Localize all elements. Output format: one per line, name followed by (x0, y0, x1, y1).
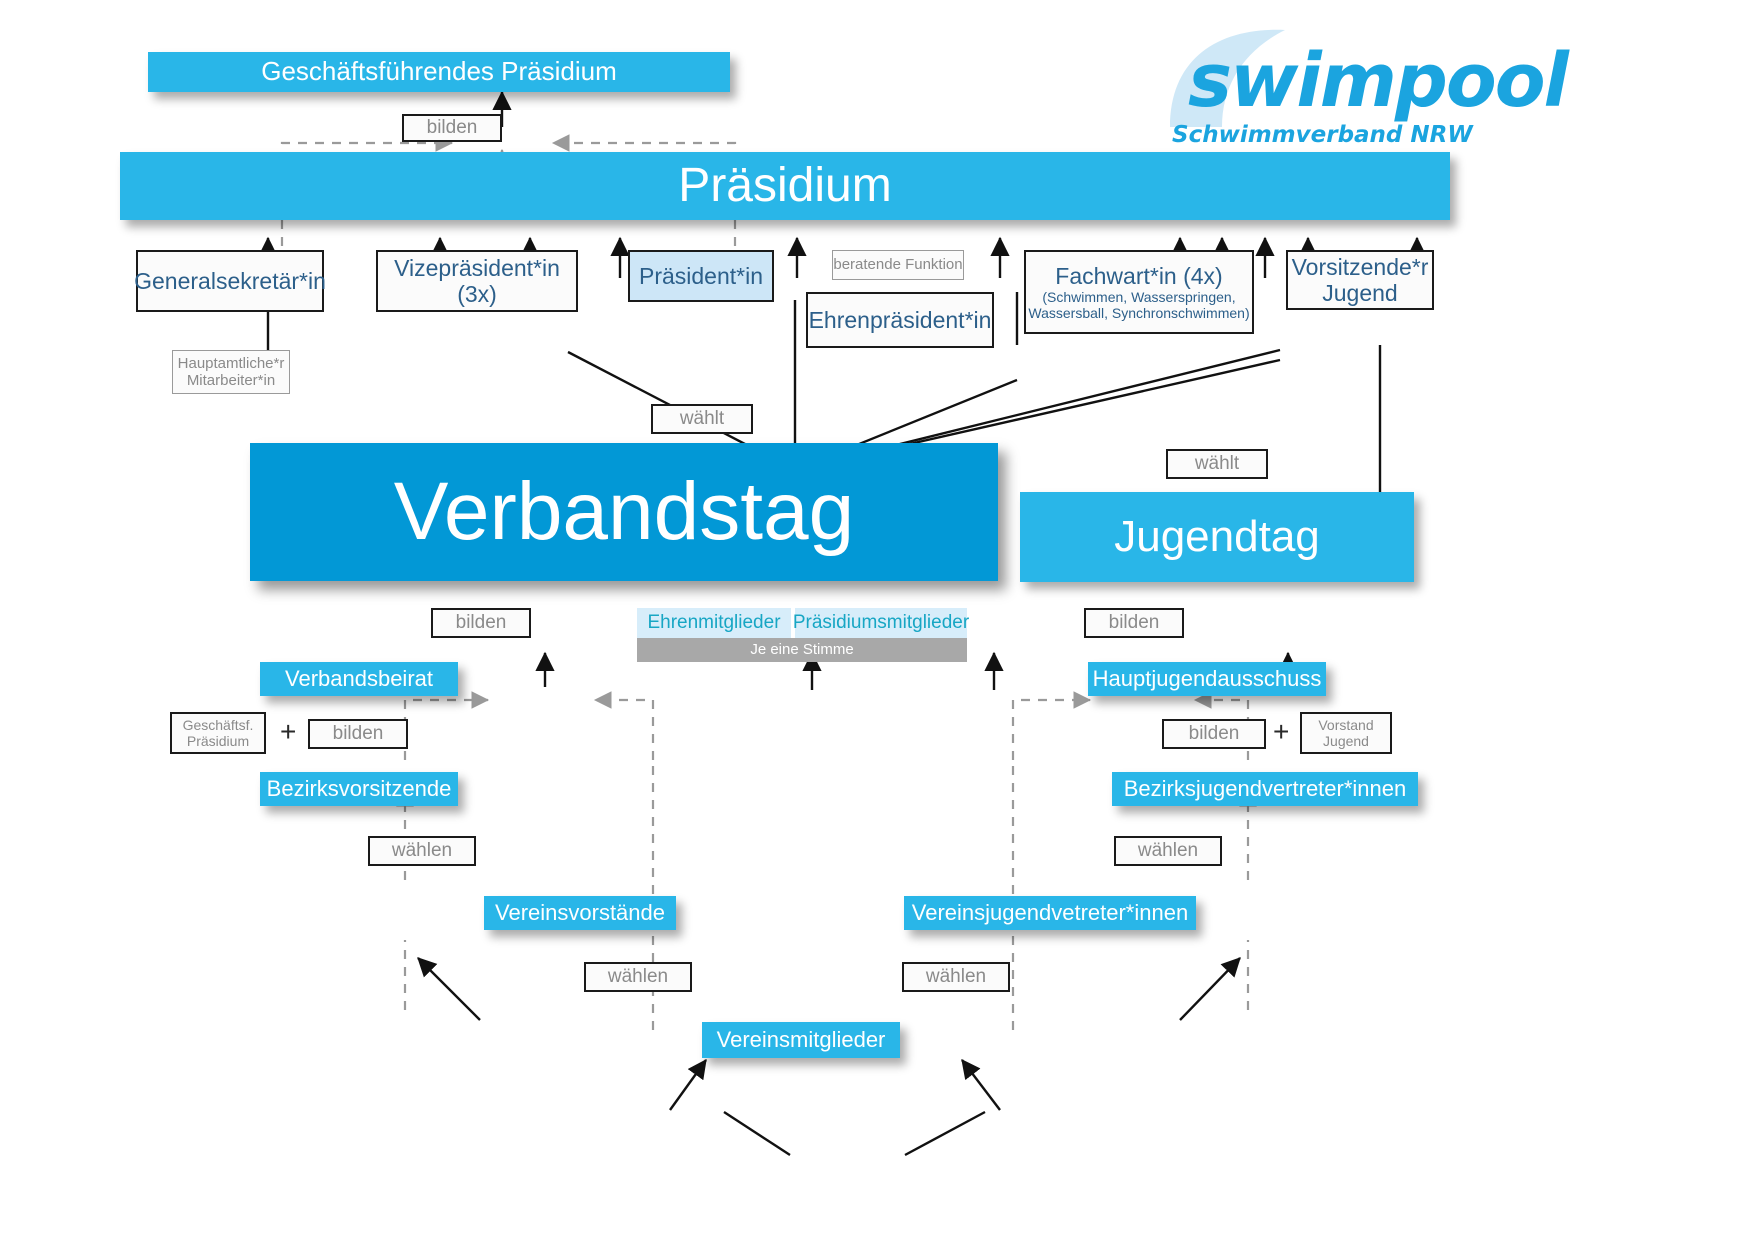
node-label-line1: Vorstand (1318, 716, 1374, 733)
edge-label-text: bilden (455, 612, 507, 634)
node-vereinsvorstaende[interactable]: Vereinsvorstände (484, 896, 676, 930)
edge-label-text: wählt (1194, 453, 1240, 475)
node-label: Fachwart*in (4x) (1055, 262, 1223, 289)
logo-wave-icon (1170, 29, 1285, 127)
node-vorsitzende-jugend[interactable]: Vorsitzende*r Jugend (1286, 250, 1434, 310)
edge-label-text: wählen (391, 840, 453, 862)
node-verbandstag[interactable]: Verbandstag (250, 443, 998, 581)
edge-label-text: wählt (679, 408, 725, 430)
edge-label-bilden-jugendtag[interactable]: bilden (1084, 608, 1184, 638)
node-vorstand-jugend[interactable]: Vorstand Jugend (1300, 712, 1392, 754)
node-label: Bezirksvorsitzende (266, 776, 452, 802)
node-label: Je eine Stimme (750, 641, 854, 659)
edge-label-text: bilden (332, 723, 384, 745)
node-jugendtag[interactable]: Jugendtag (1020, 492, 1414, 582)
plus-sign-right: + (1273, 716, 1290, 747)
node-hauptjugendausschuss[interactable]: Hauptjugendausschuss (1088, 662, 1326, 696)
node-je-eine-stimme: Je eine Stimme (637, 638, 967, 662)
node-label-line1: Hauptamtliche*r (177, 354, 285, 372)
node-fachwart[interactable]: Fachwart*in (4x) (Schwimmen, Wassersprin… (1024, 250, 1254, 334)
node-label: Jugendtag (1114, 511, 1320, 561)
node-beratende-funktion[interactable]: beratende Funktion (832, 250, 964, 280)
edge-label-text: wählen (925, 966, 987, 988)
node-label: Vereinsmitglieder (716, 1027, 886, 1053)
node-label: Präsident*in (638, 262, 764, 289)
node-praesidiumsmitglieder[interactable]: Präsidiumsmitglieder (792, 608, 970, 638)
node-label: Ehrenmitglieder (647, 612, 781, 634)
edge-label-waehlt-verbandstag[interactable]: wählt (651, 404, 753, 434)
node-vizepraesident[interactable]: Vizepräsident*in (3x) (376, 250, 578, 312)
edge-label-waehlen-bezirksjugend[interactable]: wählen (1114, 836, 1222, 866)
node-praesidium[interactable]: Präsidium (120, 152, 1450, 220)
node-label: Verbandsbeirat (285, 666, 433, 692)
edge-label-waehlen-vereinsjugend[interactable]: wählen (902, 962, 1010, 992)
node-generalsekretaer[interactable]: Generalsekretär*in (134, 250, 326, 312)
node-label: Verbandstag (393, 465, 855, 557)
edge-label-bilden-verbandstag[interactable]: bilden (431, 608, 531, 638)
node-vereinsmitglieder[interactable]: Vereinsmitglieder (702, 1022, 900, 1058)
node-label: Präsidium (678, 159, 892, 213)
edge-label-text: bilden (426, 117, 478, 139)
node-label: Hauptjugendausschuss (1092, 666, 1322, 692)
node-ehrenpraesident[interactable]: Ehrenpräsident*in (806, 292, 994, 348)
edge-label-bilden-verbandsbeirat[interactable]: bilden (308, 719, 408, 749)
swimpool-logo: swimpool Schwimmverband NRW (1160, 22, 1569, 148)
node-bezirksjugendvertreter[interactable]: Bezirksjugendvertreter*innen (1112, 772, 1418, 806)
node-label-line1: Geschäftsf. (182, 716, 254, 733)
logo-subtitle: Schwimmverband NRW (1172, 122, 1473, 148)
edge-label-text: bilden (1108, 612, 1160, 634)
node-label-line2: Präsidium (186, 733, 250, 749)
logo-wordmark: swimpool (1188, 38, 1569, 124)
node-verbandsbeirat[interactable]: Verbandsbeirat (260, 662, 458, 696)
node-label-line2: Jugend (1323, 733, 1369, 749)
node-ehrenmitglieder[interactable]: Ehrenmitglieder (637, 608, 791, 638)
edge-label-waehlen-vereinsvorstaende[interactable]: wählen (584, 962, 692, 992)
node-label: beratende Funktion (833, 256, 963, 274)
node-sublabel-line2: Wassersball, Synchronschwimmen) (1028, 305, 1250, 322)
edge-label-bilden-top[interactable]: bilden (402, 114, 502, 142)
edge-label-text: wählen (607, 966, 669, 988)
edge-label-text: bilden (1188, 723, 1240, 745)
node-label: Ehrenpräsident*in (808, 306, 992, 333)
node-label: Geschäftsführendes Präsidium (261, 56, 617, 87)
node-label-line1: Vorsitzende*r (1291, 253, 1429, 280)
edge-label-bilden-hauptjugendausschuss[interactable]: bilden (1162, 719, 1266, 749)
node-label: Generalsekretär*in (134, 267, 326, 294)
node-label-line2: Jugend (1322, 280, 1398, 306)
node-label: Bezirksjugendvertreter*innen (1123, 776, 1407, 802)
node-hauptamtliche-mitarbeiter[interactable]: Hauptamtliche*r Mitarbeiter*in (172, 350, 290, 394)
node-label: Vizepräsident*in (3x) (394, 254, 560, 307)
node-geschaeftsfuehrendes-praesidium[interactable]: Geschäftsführendes Präsidium (148, 52, 730, 92)
node-sublabel-line1: (Schwimmen, Wasserspringen, (1042, 289, 1236, 306)
edge-label-waehlt-jugendtag[interactable]: wählt (1166, 449, 1268, 479)
plus-sign-left: + (280, 716, 297, 747)
node-label: Vereinsjugendvetreter*innen (911, 900, 1189, 926)
node-label: Präsidiumsmitglieder (792, 612, 970, 634)
edge-label-text: wählen (1137, 840, 1199, 862)
node-geschaeftsf-praesidium[interactable]: Geschäftsf. Präsidium (170, 712, 266, 754)
node-praesident[interactable]: Präsident*in (628, 250, 774, 302)
node-bezirksvorsitzende[interactable]: Bezirksvorsitzende (260, 772, 458, 806)
node-vereinsjugendvetreter[interactable]: Vereinsjugendvetreter*innen (904, 896, 1196, 930)
node-label: Vereinsvorstände (495, 900, 665, 926)
edge-label-waehlen-bezirksvorsitzende[interactable]: wählen (368, 836, 476, 866)
node-label-line2: Mitarbeiter*in (186, 372, 276, 389)
